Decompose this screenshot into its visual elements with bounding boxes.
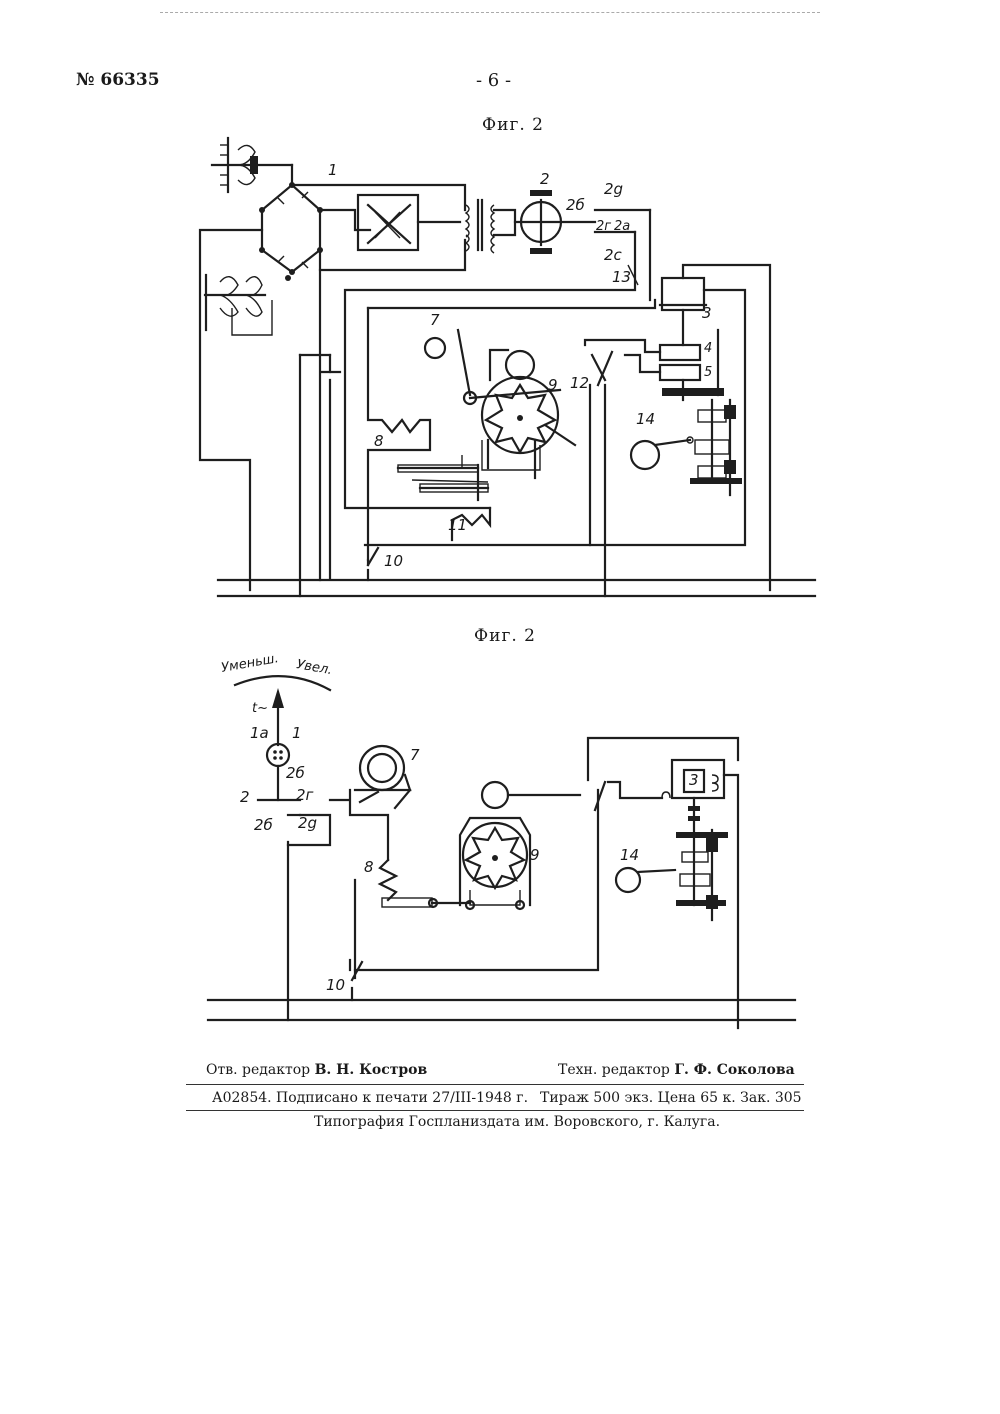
d2-label-1: 1 [292,724,302,742]
d2-label-3: 3 [689,771,699,789]
wire-bridge-out [320,210,370,230]
wire-motor-right [683,265,770,590]
d2-label-2g: 2g [298,814,317,832]
transformer-icon [466,200,494,253]
d1-label-4: 4 [704,341,712,356]
diagram-1: 1 2 2б 2g 2г 2а 2с 13 3 4 5 7 8 9 10 11 … [200,138,815,596]
selsyn-bottom-icon [205,275,272,335]
d2-label-2b-top: 2б [286,764,305,782]
footer-rule-2 [186,1110,804,1111]
footer-rule-1 [186,1084,804,1085]
d2-label-14: 14 [620,846,639,864]
d2-label-10: 10 [326,976,345,994]
wire-left-feed [200,230,262,590]
footer-printer: Типография Госпланиздата им. Воровского,… [314,1114,720,1130]
ratchet-wheel-9 [470,351,575,500]
d2-label-9: 9 [530,846,540,864]
d1-label-7: 7 [430,311,440,329]
footer-tech-editor: Техн. редактор Г. Ф. Соколова [558,1062,795,1078]
d1-label-2b: 2б [566,196,585,214]
d2-label-2g-small: 2г [296,786,314,804]
d2-label-8: 8 [364,858,374,876]
diagram-2: Уменьш. Увел. t~ [208,651,795,1028]
lever-assembly-icon [398,455,488,492]
scale-label-decrease: Уменьш. [220,651,280,676]
motor-3-2 [662,760,738,1028]
d1-label-10: 10 [384,552,403,570]
d1-label-9: 9 [548,376,558,394]
scale-arc [235,676,330,690]
dial-14-2-icon [616,868,675,892]
wire-relay7 [350,790,388,860]
lever-2-icon [382,898,470,907]
scale-label-increase: Увел. [295,657,333,678]
d1-label-5: 5 [704,365,712,380]
tech-editor-label: Техн. редактор [558,1062,670,1078]
d1-label-2: 2 [540,170,550,188]
footer-editor: Отв. редактор В. Н. Костров [206,1062,427,1078]
footer-run-info: Тираж 500 экз. Цена 65 к. Зак. 305 [540,1090,802,1106]
dial-14-icon [631,437,693,469]
d1-label-2c: 2с [604,246,623,264]
d1-label-1: 1 [328,161,338,179]
footer-print-info: А02854. Подписано к печати 27/III-1948 г… [212,1090,528,1106]
editor-name: В. Н. Костров [315,1062,428,1078]
motor-3 [660,278,724,400]
d2-label-1a: 1а [250,724,269,742]
selsyn-top-icon [212,138,292,192]
gear-train-2-icon [676,830,728,920]
editor-label: Отв. редактор [206,1062,310,1078]
d1-label-3: 3 [702,304,712,322]
relay-7-2-icon [355,746,410,808]
tech-editor-name: Г. Ф. Соколова [674,1062,794,1078]
gear-train-icon [690,400,742,495]
relay-7-icon [425,330,476,404]
d1-label-2g: 2g [604,180,623,198]
switch-10-icon [368,548,378,580]
ring-modulator-icon [358,195,418,250]
d1-label-14: 14 [636,410,655,428]
wire-bridge-bottom [320,240,465,270]
d2-label-2: 2 [240,788,250,806]
d1-label-2a: 2а [614,219,630,234]
d1-label-12: 12 [570,374,589,392]
wire-transformer-out [494,210,515,235]
d2-label-2b-bottom: 2б [254,816,273,834]
d1-label-8: 8 [374,432,384,450]
rectifier-bridge [259,165,323,281]
switch-right-2-icon [588,738,738,810]
ratchet-wheel-9-2 [460,782,580,909]
d1-label-11: 11 [448,516,467,534]
d2-label-7: 7 [410,746,420,764]
d1-label-2g-small: 2г [596,219,611,234]
d1-label-13: 13 [612,268,631,286]
wire-1 [292,185,465,210]
scale-arrow-mark: t~ [252,701,268,716]
wire-motor-return [365,290,745,545]
